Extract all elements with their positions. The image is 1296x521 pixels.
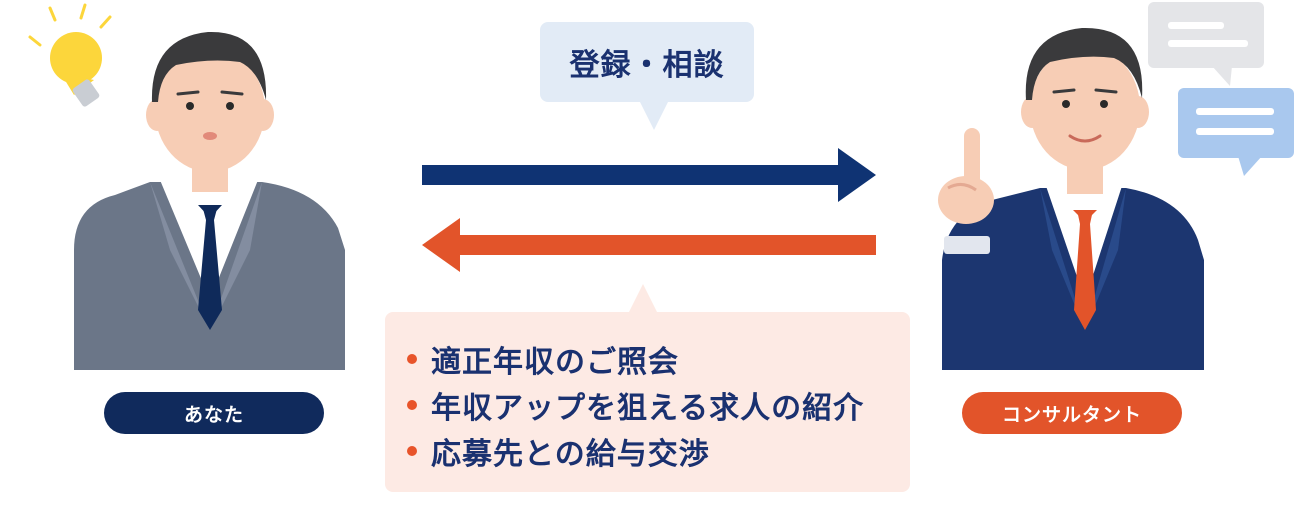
list-item: 応募先との給与交渉 <box>407 428 910 474</box>
top-bubble-text: 登録・相談 <box>569 48 725 83</box>
bullet-dot <box>407 446 417 456</box>
bottom-speech-bubble: 適正年収のご照会 年収アップを狙える求人の紹介 応募先との給与交渉 <box>385 284 910 492</box>
list-item-text: 適正年収のご照会 <box>431 345 679 380</box>
light-bulb-icon <box>28 3 112 107</box>
chat-bubble-icon <box>1148 2 1264 86</box>
arrow-to-consultant <box>422 148 876 202</box>
consultant-label: コンサルタント <box>962 392 1182 434</box>
list-item-text: 応募先との給与交渉 <box>431 437 710 472</box>
you-label: あなた <box>104 392 324 434</box>
you-figure <box>74 31 345 370</box>
consultant-label-text: コンサルタント <box>1001 403 1142 426</box>
chat-bubble-icon <box>1178 88 1294 176</box>
arrow-to-you <box>422 218 876 272</box>
you-label-text: あなた <box>183 403 244 426</box>
top-speech-bubble: 登録・相談 <box>540 22 754 130</box>
list-item-text: 年収アップを狙える求人の紹介 <box>431 391 865 426</box>
benefit-list: 適正年収のご照会 年収アップを狙える求人の紹介 応募先との給与交渉 <box>407 336 910 474</box>
bullet-dot <box>407 400 417 410</box>
list-item: 適正年収のご照会 <box>407 336 910 382</box>
consultant-figure <box>938 27 1204 370</box>
list-item: 年収アップを狙える求人の紹介 <box>407 382 910 428</box>
bullet-dot <box>407 354 417 364</box>
